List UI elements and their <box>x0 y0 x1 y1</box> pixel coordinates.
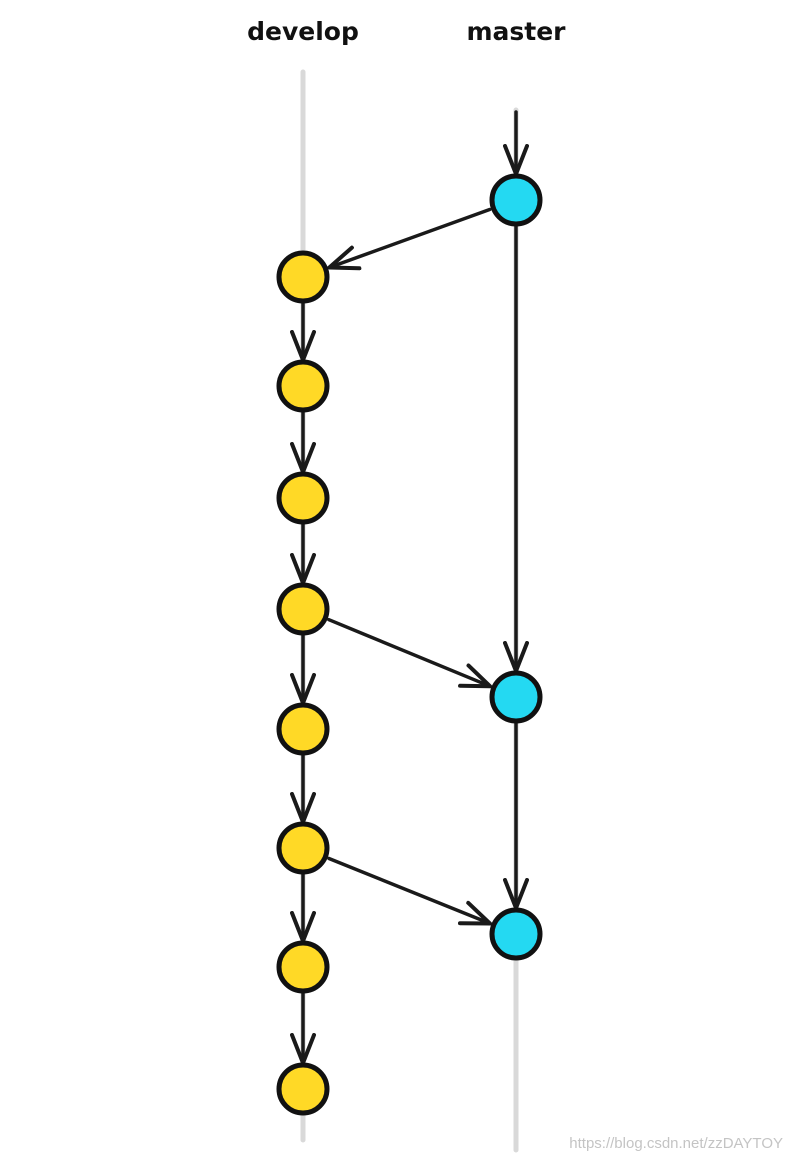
merge-arrows <box>327 207 493 926</box>
branch-lanes <box>300 69 519 1153</box>
develop-commit-node <box>276 940 330 994</box>
watermark: https://blog.csdn.net/zzDAYTOY <box>569 1135 783 1152</box>
develop-branch-label: develop <box>247 17 359 46</box>
develop-commit-node <box>276 471 330 525</box>
commit-arrows <box>290 110 529 1065</box>
commit-nodes <box>276 173 543 1116</box>
master-branch-label: master <box>466 17 566 46</box>
develop-commit-node <box>276 250 330 304</box>
develop-commit-node <box>276 821 330 875</box>
develop-commit-node <box>276 1062 330 1116</box>
develop-commit-node <box>276 702 330 756</box>
merge-arrow-develop-to-master <box>327 856 493 926</box>
develop-commit-node <box>276 582 330 636</box>
master-commit-node <box>489 173 543 227</box>
merge-arrow-master-to-develop <box>327 207 492 271</box>
merge-arrow-develop-to-master <box>327 617 493 689</box>
master-commit-node <box>489 670 543 724</box>
develop-commit-node <box>276 359 330 413</box>
master-commit-node <box>489 907 543 961</box>
